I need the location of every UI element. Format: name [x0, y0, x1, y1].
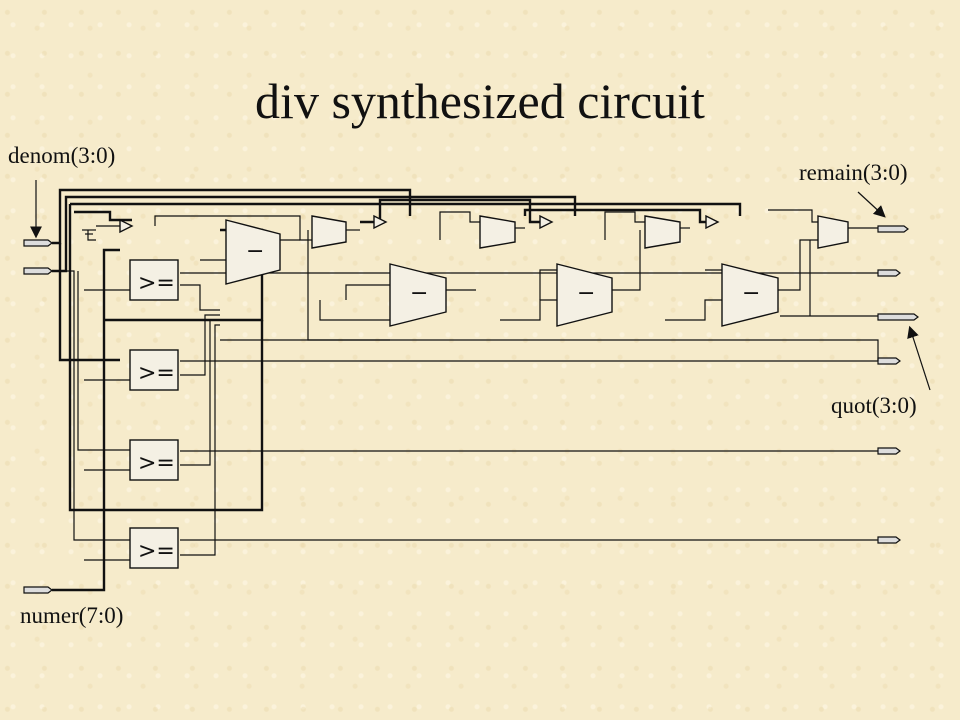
comparator-symbol: >= — [138, 271, 175, 296]
quot-arrow — [907, 325, 931, 391]
numer-input-pad — [23, 586, 53, 594]
quot-output-pad-d — [877, 536, 901, 544]
subtractor-symbol: − — [742, 281, 760, 306]
comparator-symbol: >= — [138, 361, 175, 386]
subtractor-symbol: − — [246, 239, 264, 264]
mux-block — [479, 215, 516, 249]
subtractor-block: − — [389, 263, 447, 327]
quot-output-pad-c — [877, 447, 901, 455]
mux-group — [311, 215, 849, 249]
buffer-block — [705, 214, 720, 230]
subtractor-block: − — [556, 263, 613, 327]
mux-block — [311, 215, 347, 249]
buffer-group — [119, 214, 720, 234]
quot-output-pad-a — [877, 269, 901, 277]
comparator-block: >= — [129, 259, 179, 301]
ground-icon — [82, 229, 96, 235]
subtractor-block: − — [225, 219, 281, 285]
subtractor-symbol: − — [410, 281, 428, 306]
mux-block — [644, 215, 681, 249]
numer-port-label: numer(7:0) — [20, 603, 124, 628]
remain-output-pad — [877, 225, 909, 233]
comparator-block: >= — [129, 527, 179, 569]
wires — [52, 209, 879, 561]
remain-port-label: remain(3:0) — [799, 160, 908, 185]
buffer-block — [119, 218, 134, 234]
output-pads — [877, 225, 919, 544]
remain-arrow — [857, 191, 886, 218]
mux-block — [817, 215, 849, 249]
comparator-block: >= — [129, 349, 179, 391]
quot-output-pad — [877, 313, 919, 321]
subtractor-symbol: − — [577, 281, 595, 306]
page-title: div synthesized circuit — [255, 73, 705, 129]
comparator-block: >= — [129, 439, 179, 481]
numer-input-pad-top — [23, 267, 53, 275]
denom-port-label: denom(3:0) — [8, 143, 116, 168]
comparator-group: >= >= >= >= — [129, 259, 179, 569]
buffer-block — [373, 214, 388, 230]
buffer-block — [539, 214, 554, 230]
quot-output-pad-b — [877, 357, 901, 365]
subtractor-group: − − − − — [225, 219, 779, 327]
comparator-symbol: >= — [138, 451, 175, 476]
denom-input-pad — [23, 239, 53, 247]
comparator-symbol: >= — [138, 539, 175, 564]
subtractor-block: − — [721, 263, 779, 327]
quot-port-label: quot(3:0) — [831, 393, 917, 418]
input-pads — [23, 239, 53, 594]
